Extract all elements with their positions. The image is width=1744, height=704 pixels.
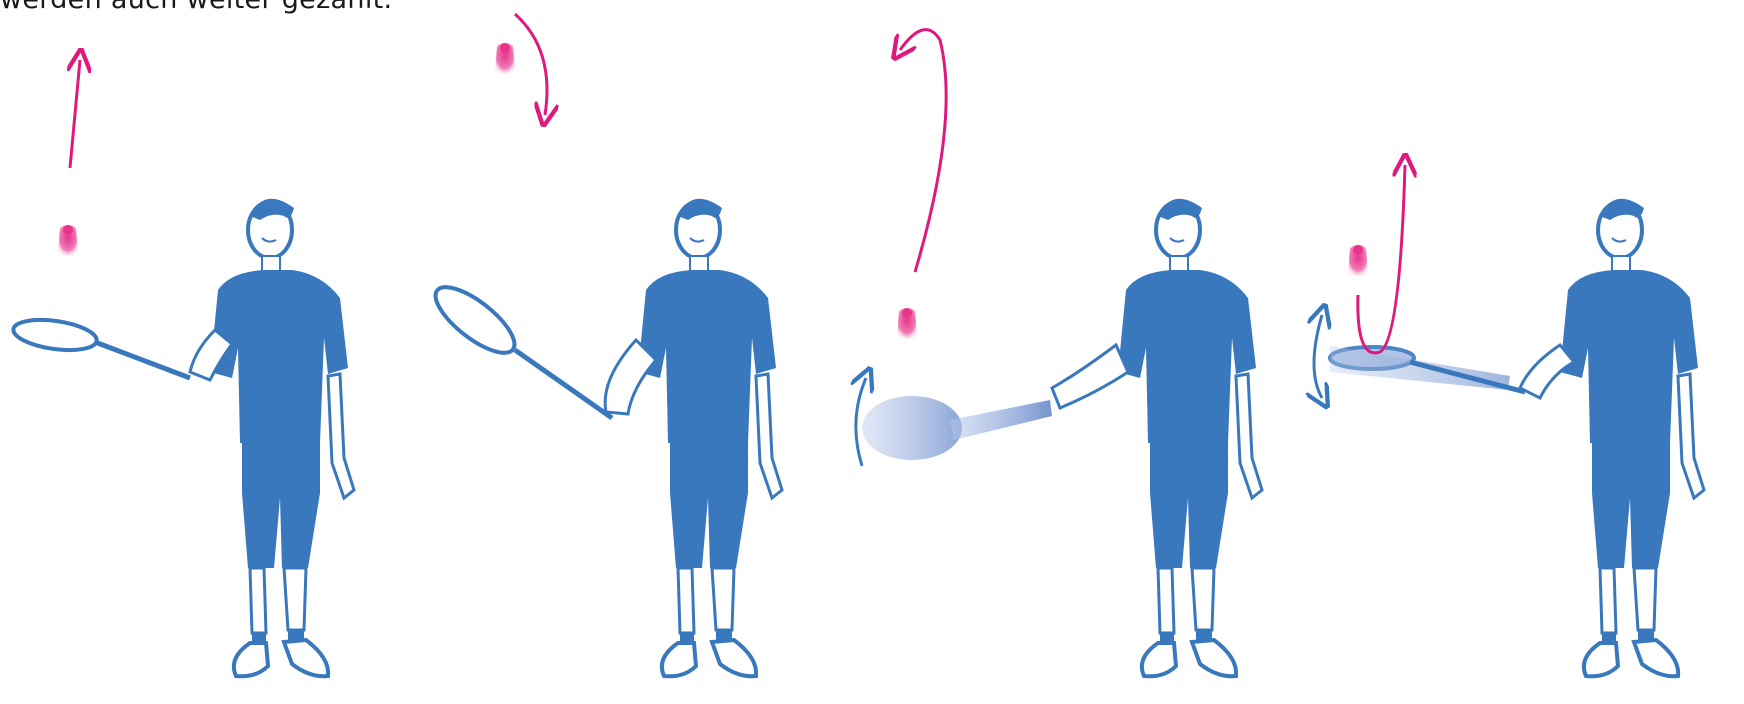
shuttlecock-icon: [897, 308, 917, 339]
player-figure-3: [1118, 199, 1262, 677]
trajectory-arrow-icon: [515, 14, 547, 115]
trajectory-arrow-icon: [900, 30, 946, 272]
player-figure-2: [638, 199, 782, 677]
frame-2: [426, 14, 782, 676]
shuttlecock-icon: [1348, 245, 1368, 276]
frame-4: [1314, 165, 1704, 676]
player-figure-4: [1560, 199, 1704, 677]
racket-arm-3: [1052, 345, 1128, 408]
shuttlecock-icon: [58, 225, 78, 256]
shuttlecock-icon: [495, 43, 515, 74]
frame-3: [856, 30, 1262, 677]
racket-2: [426, 276, 612, 418]
frame-1: [11, 60, 354, 676]
trajectory-arrow-icon: [70, 60, 80, 168]
racket-1: [11, 315, 190, 378]
swing-arrow-icon: [1314, 315, 1322, 398]
racket-3-motion-blur: [862, 396, 1052, 460]
racket-arm-2: [605, 340, 656, 414]
player-figure-1: [210, 199, 354, 677]
racket-4: [1330, 346, 1525, 392]
